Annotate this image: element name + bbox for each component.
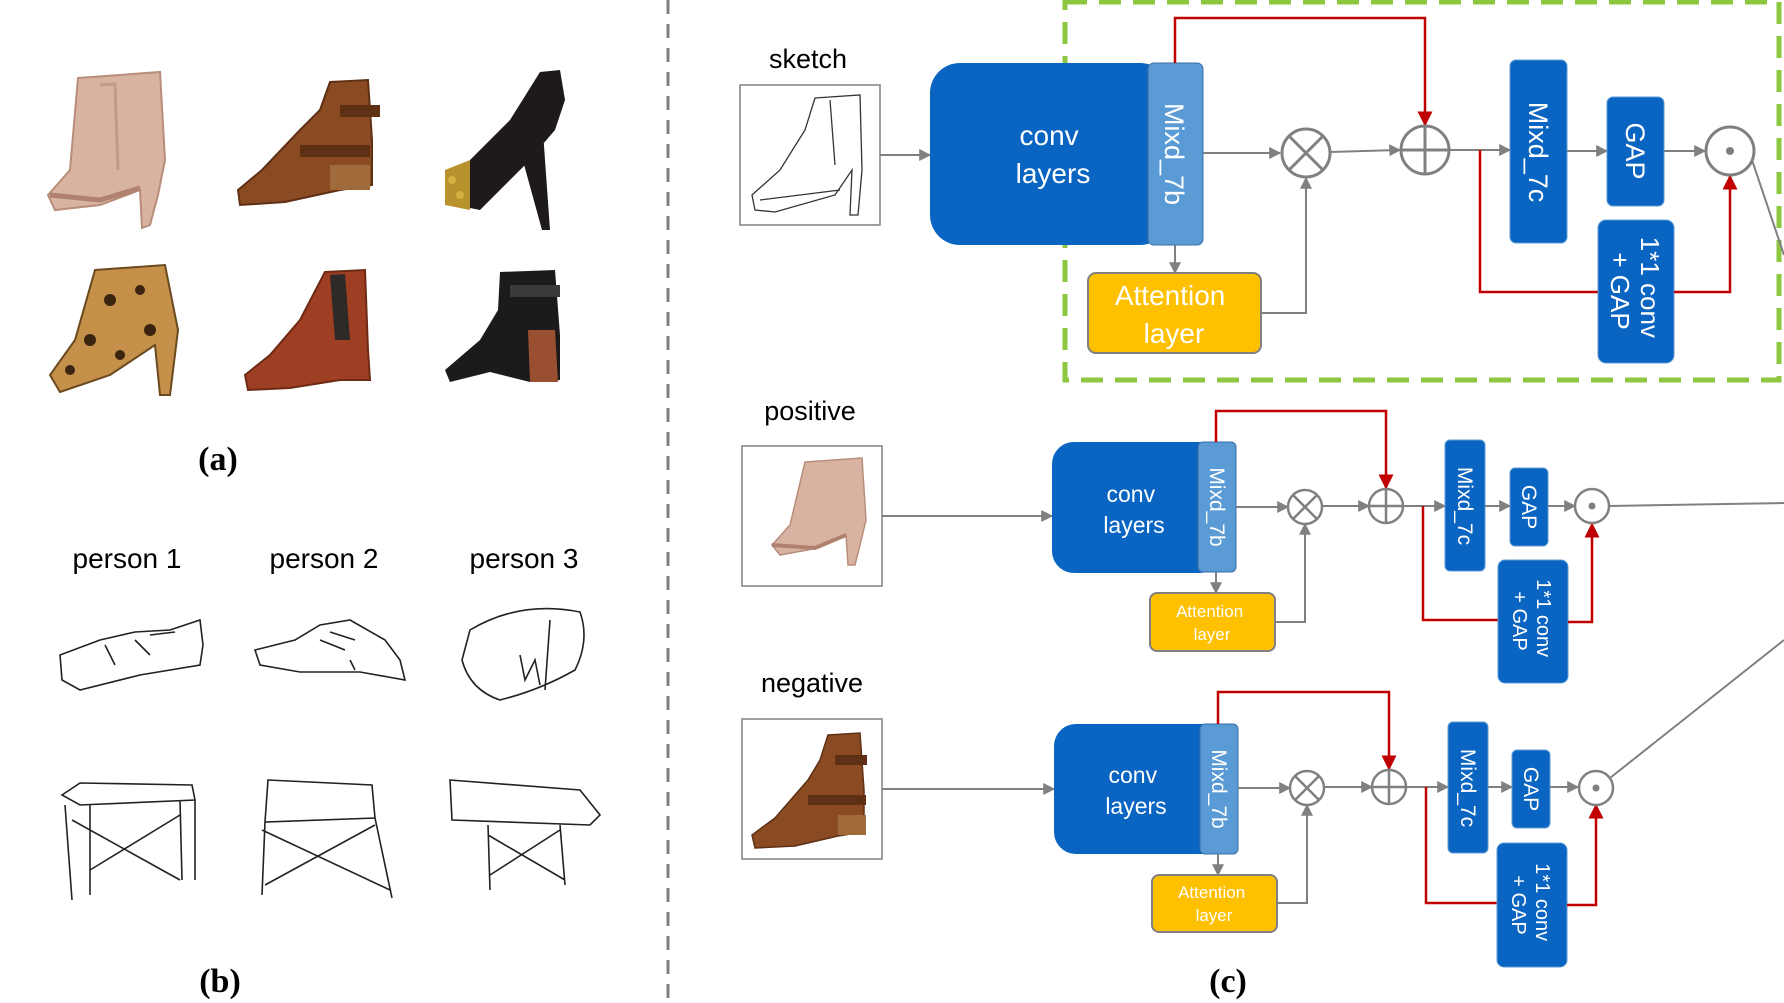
conv-layers-label-negative: conv layers — [1105, 762, 1166, 819]
sketch-shoe-person-2 — [253, 619, 407, 682]
arrow-attn-to-mult-sketch — [1261, 176, 1312, 314]
mixd7c-label-sketch: Mixd_7c — [1523, 102, 1553, 203]
skip-to-conv1x1-positive — [1421, 506, 1498, 622]
sketch-table-person-3 — [449, 779, 602, 891]
conv1x1-label-sketch: 1*1 conv + GAP — [1605, 237, 1665, 345]
shoe-photo-5 — [243, 268, 372, 392]
mixd7b-label-sketch: Mixd_7b — [1159, 103, 1189, 205]
input-photo-positive — [771, 457, 867, 566]
attn-line-2: layer — [1144, 318, 1205, 349]
attn-line-1: Attention — [1176, 602, 1243, 621]
sketch-table-person-2 — [261, 779, 393, 899]
mixd7c-label-negative: Mixd_7c — [1456, 749, 1479, 827]
output-line-negative — [1609, 639, 1784, 779]
shoe-photo-1 — [46, 70, 167, 230]
gap-label-sketch: GAP — [1620, 122, 1650, 179]
conv-line-2: layers — [1105, 793, 1166, 819]
shoe-photo-2 — [236, 78, 380, 207]
arrow-conv1x1-to-concat-positive — [1568, 522, 1600, 624]
conv-layers-block-positive — [1052, 442, 1222, 573]
skip-connection-sketch — [1173, 16, 1433, 127]
sketch-shoe-person-1 — [59, 618, 204, 691]
conv1x1-line-2: + GAP — [1508, 591, 1530, 650]
conv-layers-block-sketch — [930, 63, 1170, 245]
output-line-sketch — [1751, 159, 1784, 256]
skip-to-conv1x1-sketch — [1478, 150, 1598, 294]
attention-label-positive: Attention layer — [1176, 602, 1248, 644]
sketch-branch-highlight — [1062, 0, 1782, 383]
conv1x1-line-2: + GAP — [1605, 252, 1635, 329]
concat-op-positive — [1573, 487, 1611, 525]
arrow-attn-to-mult-negative — [1277, 803, 1313, 904]
conv1x1-line-1: 1*1 conv — [1531, 863, 1553, 941]
arrow-conv1x1-to-concat-negative — [1567, 803, 1604, 907]
conv1x1-label-positive: 1*1 conv + GAP — [1508, 579, 1554, 662]
conv-layers-label-sketch: conv layers — [1016, 120, 1091, 189]
branch-label-negative: negative — [761, 668, 863, 698]
branch-sketch: sketch conv layers Mixd_7b Attention lay… — [739, 16, 1784, 364]
attention-label-negative: Attention layer — [1178, 883, 1250, 925]
conv-line-2: layers — [1016, 158, 1091, 189]
branch-negative: negative conv layers Mixd_7b Attention l… — [741, 639, 1784, 968]
person-3-label: person 3 — [470, 543, 579, 574]
shoe-photo-4 — [48, 263, 180, 396]
panel-a-caption: (a) — [198, 441, 238, 478]
input-sketch-drawing — [751, 94, 863, 216]
multiply-op-negative — [1288, 769, 1326, 807]
branch-positive: positive conv layers Mixd_7b Attention l… — [741, 396, 1784, 684]
gap-block-negative — [1511, 749, 1551, 829]
attn-line-1: Attention — [1115, 280, 1226, 311]
attn-line-2: layer — [1194, 625, 1231, 644]
input-photo-negative — [751, 732, 867, 849]
output-line-positive — [1608, 502, 1784, 507]
arrow-conv1x1-to-concat-sketch — [1674, 174, 1738, 294]
conv-line-1: conv — [1020, 120, 1079, 151]
multiply-op-positive — [1286, 488, 1324, 526]
attn-line-2: layer — [1196, 906, 1233, 925]
shoe-photo-6 — [445, 270, 560, 382]
gap-label-negative: GAP — [1519, 767, 1542, 811]
person-2-label: person 2 — [270, 543, 379, 574]
branch-label-positive: positive — [764, 396, 856, 426]
person-1-label: person 1 — [73, 543, 182, 574]
mixd7c-label-positive: Mixd_7c — [1453, 467, 1476, 545]
mixd7b-label-negative: Mixd_7b — [1207, 749, 1230, 828]
add-op-sketch — [1399, 124, 1451, 176]
sketch-table-person-1 — [60, 782, 196, 901]
add-op-positive — [1367, 487, 1405, 525]
conv-line-1: conv — [1109, 762, 1158, 788]
input-frame-sketch — [739, 84, 881, 226]
conv-layers-label-positive: conv layers — [1103, 481, 1164, 538]
conv1x1-label-negative: 1*1 conv + GAP — [1507, 863, 1553, 946]
conv-layers-block-negative — [1054, 724, 1224, 854]
gap-label-positive: GAP — [1517, 485, 1540, 529]
arrow-mult-to-add-sketch — [1329, 144, 1402, 157]
panel-b-sketches — [59, 607, 602, 901]
multiply-op-sketch — [1280, 127, 1332, 179]
conv1x1-line-2: + GAP — [1507, 875, 1529, 934]
arrow-attn-to-mult-positive — [1275, 522, 1311, 623]
conv1x1-line-1: 1*1 conv — [1635, 237, 1665, 338]
concat-op-negative — [1577, 769, 1615, 807]
conv-line-2: layers — [1103, 512, 1164, 538]
conv-line-1: conv — [1107, 481, 1156, 507]
attention-label-sketch: Attention layer — [1115, 280, 1233, 349]
shoe-photo-3 — [445, 70, 565, 230]
mixd7b-label-positive: Mixd_7b — [1205, 467, 1228, 546]
add-op-negative — [1370, 768, 1408, 806]
sketch-shoe-person-3 — [461, 607, 585, 701]
branch-label-sketch: sketch — [769, 44, 847, 74]
skip-connection-negative — [1216, 690, 1397, 771]
attn-line-1: Attention — [1178, 883, 1245, 902]
concat-op-sketch — [1704, 125, 1756, 177]
skip-to-conv1x1-negative — [1424, 787, 1497, 905]
panel-b-caption: (b) — [199, 963, 241, 1000]
conv1x1-line-1: 1*1 conv — [1532, 579, 1554, 657]
skip-connection-positive — [1214, 409, 1394, 490]
panel-a-photos — [46, 70, 565, 396]
panel-c-caption: (c) — [1209, 963, 1247, 1000]
